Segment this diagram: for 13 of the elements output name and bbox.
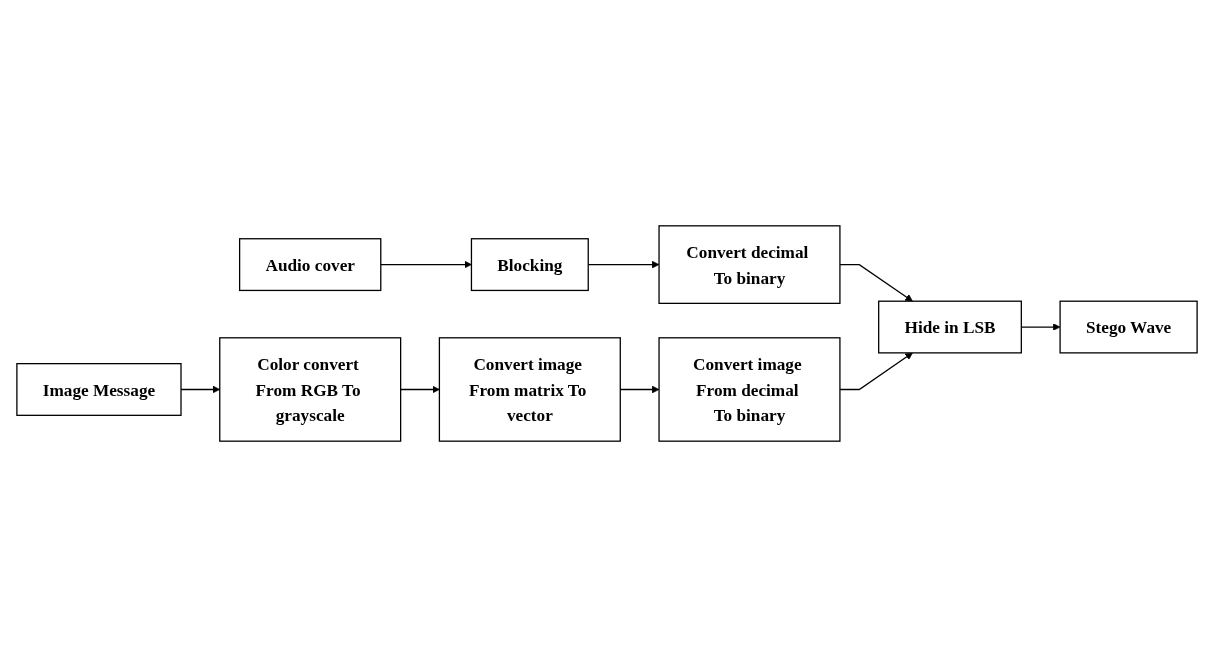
node-box: Image Message (16, 363, 182, 416)
node-box: Stego Wave (1059, 300, 1198, 354)
node-box: Convert decimal To binary (658, 225, 841, 304)
node-box: Hide in LSB (878, 300, 1022, 354)
arrow (839, 352, 913, 391)
arrow (400, 385, 440, 394)
node-box: Convert image From matrix To vector (438, 337, 621, 442)
arrow (380, 260, 472, 269)
node-box: Color convert From RGB To grayscale (219, 337, 402, 442)
arrow (839, 263, 913, 302)
node-box: Convert image From decimal To binary (658, 337, 841, 442)
node-box: Blocking (470, 238, 589, 292)
node-box: Audio cover (238, 238, 382, 292)
